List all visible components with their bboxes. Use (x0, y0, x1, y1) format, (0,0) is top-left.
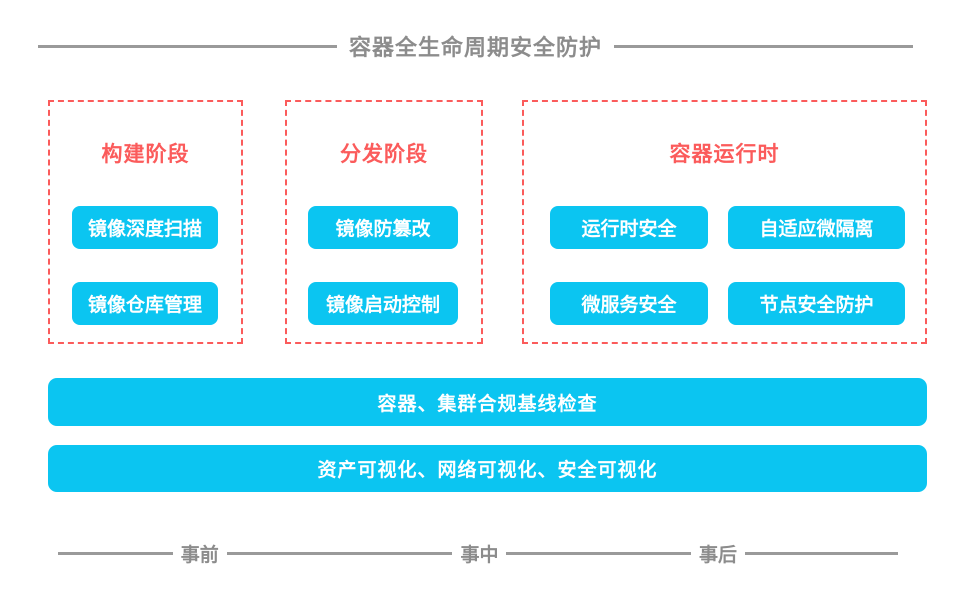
timeline-line-1 (58, 551, 173, 555)
timeline-label-before: 事前 (180, 544, 219, 566)
pill-node-security-protection: 节点安全防护 (728, 282, 905, 325)
bar-visibility: 资产可视化、网络可视化、安全可视化 (48, 445, 927, 492)
stage-title-distribution: 分发阶段 (340, 143, 428, 166)
timeline-line-2 (226, 551, 453, 555)
pill-image-registry-management: 镜像仓库管理 (72, 282, 218, 325)
stage-box-distribution: 分发阶段 镜像防篡改 镜像启动控制 (285, 100, 483, 344)
timeline-label-during: 事中 (460, 544, 499, 566)
timeline-line-3 (506, 551, 691, 555)
stage-title-runtime: 容器运行时 (669, 143, 780, 166)
timeline: 事前 事中 事后 (58, 540, 899, 566)
title-row: 容器全生命周期安全防护 (38, 33, 914, 60)
pill-adaptive-micro-segmentation: 自适应微隔离 (728, 206, 905, 249)
stage-box-build: 构建阶段 镜像深度扫描 镜像仓库管理 (48, 100, 243, 344)
title-line-left (38, 44, 337, 48)
stage-title-build: 构建阶段 (101, 143, 190, 166)
pill-runtime-security: 运行时安全 (550, 206, 708, 249)
pill-image-deep-scan: 镜像深度扫描 (72, 206, 218, 249)
page-title: 容器全生命周期安全防护 (349, 35, 603, 60)
timeline-line-4 (745, 551, 899, 555)
pill-image-anti-tamper: 镜像防篡改 (308, 206, 458, 249)
title-line-right (614, 44, 914, 48)
stage-box-runtime: 容器运行时 运行时安全 自适应微隔离 微服务安全 节点安全防护 (522, 100, 927, 344)
bar-compliance-baseline-check: 容器、集群合规基线检查 (48, 378, 927, 426)
timeline-label-after: 事后 (699, 544, 738, 566)
pill-image-launch-control: 镜像启动控制 (308, 282, 458, 325)
pill-microservice-security: 微服务安全 (550, 282, 708, 325)
